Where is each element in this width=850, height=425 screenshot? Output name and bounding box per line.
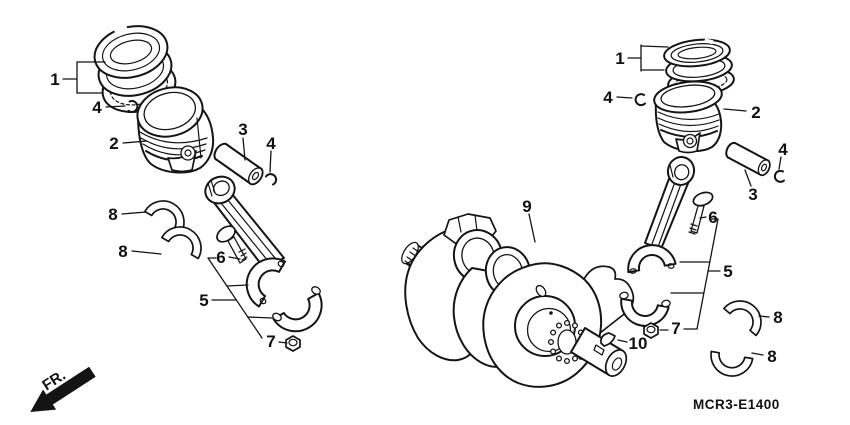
callout-4-right-top: 4 — [603, 88, 613, 107]
callout-4-left-top: 4 — [92, 98, 102, 117]
callout-10-key: 10 — [629, 334, 648, 353]
callout-2-right: 2 — [751, 103, 760, 122]
pin-clip-top-right — [634, 93, 646, 107]
crankshaft — [401, 213, 635, 388]
callout-1-right: 1 — [615, 49, 624, 68]
rod-bearing-lower-right — [710, 350, 754, 377]
rod-bolt-left — [216, 225, 248, 264]
callout-5-left: 5 — [199, 291, 208, 310]
rod-nut-left — [285, 335, 301, 352]
connecting-rod-left — [204, 175, 286, 308]
callout-4-right-outer: 4 — [778, 140, 788, 159]
callout-3-right: 3 — [748, 185, 757, 204]
piston-pin-left — [213, 142, 264, 186]
callout-1-left: 1 — [50, 70, 59, 89]
rod-bearing-lower-left — [160, 226, 202, 260]
callout-labels: 1 4 2 3 4 8 8 6 5 7 9 10 1 4 2 3 4 6 5 7… — [50, 49, 788, 366]
callout-8-left-lower: 8 — [118, 242, 127, 261]
rod-cap-right — [619, 291, 671, 327]
callout-9-crankshaft: 9 — [522, 197, 531, 216]
rod-bearing-upper-left — [143, 200, 185, 234]
callout-8-right-upper: 8 — [773, 308, 782, 327]
fr-arrow — [30, 366, 96, 413]
connecting-rod-right — [627, 156, 696, 274]
callout-3-left: 3 — [238, 120, 247, 139]
callout-8-left-upper: 8 — [108, 205, 117, 224]
fr-direction-marker: FR. — [30, 366, 96, 413]
pin-clip-outer-right — [773, 169, 785, 183]
callout-8-right-lower: 8 — [767, 347, 776, 366]
pin-clip-top-left — [127, 99, 139, 113]
callout-7-right: 7 — [671, 319, 680, 338]
piston-pin-right — [725, 141, 771, 177]
piston-ring-set-left — [93, 25, 177, 113]
diagram-code: MCR3-E1400 — [693, 397, 780, 412]
callout-7-left: 7 — [266, 332, 275, 351]
callout-leaders — [62, 44, 782, 356]
woodruff-key — [600, 332, 616, 347]
piston-right — [653, 80, 723, 154]
piston-left — [136, 86, 215, 174]
callout-6-right: 6 — [708, 208, 717, 227]
callout-6-left: 6 — [216, 248, 225, 267]
rod-bolt-right — [688, 191, 714, 235]
callout-5-right: 5 — [723, 262, 732, 281]
callout-2-left: 2 — [109, 134, 118, 153]
rod-nut-right — [643, 322, 659, 339]
rod-bearing-upper-right — [723, 300, 762, 337]
rod-cap-left — [272, 286, 323, 333]
callout-4-left-outer: 4 — [266, 134, 276, 153]
pin-clip-outer-left — [265, 173, 278, 186]
